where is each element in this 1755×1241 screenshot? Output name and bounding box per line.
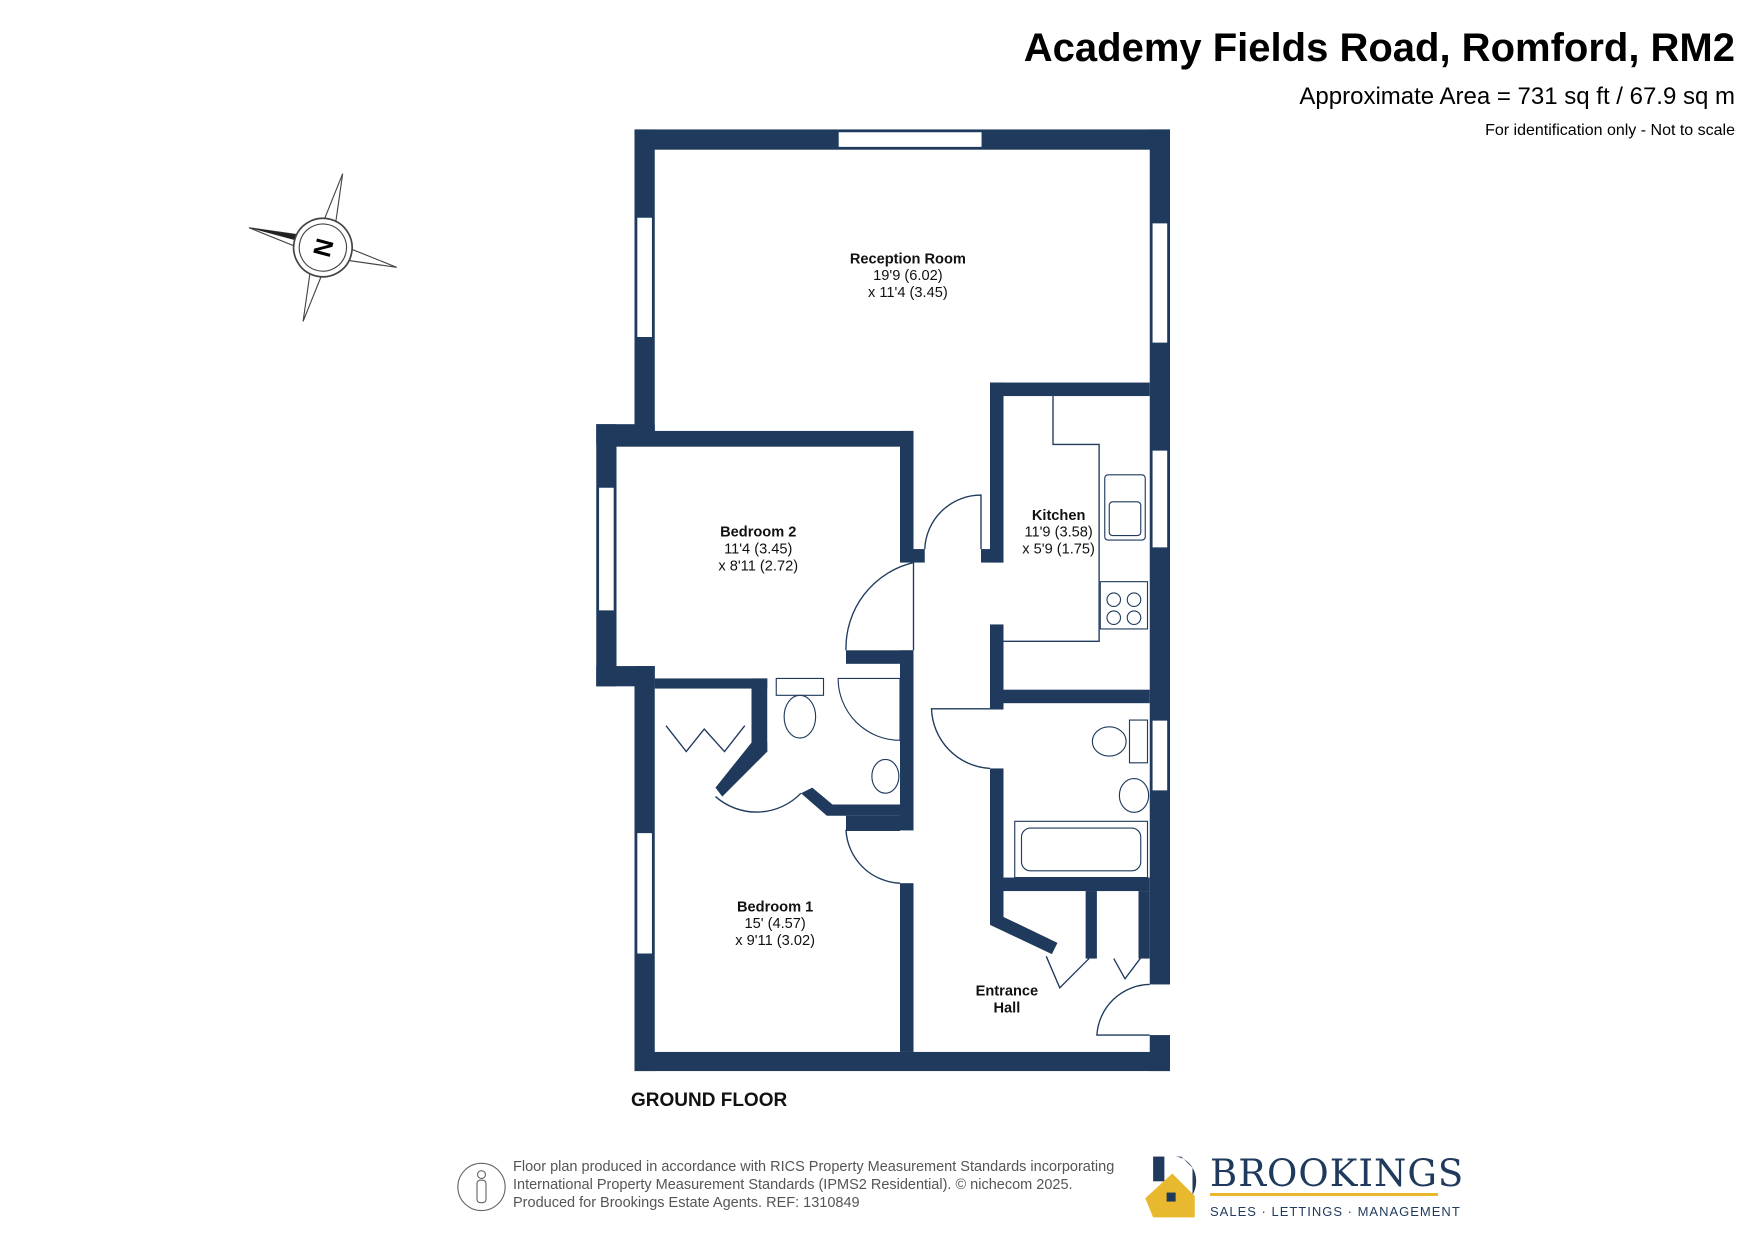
footer-line: Floor plan produced in accordance with R… [513,1159,1115,1175]
brand-divider [1210,1193,1438,1196]
room-reception: Reception Room 19'9 (6.02) x 11'4 (3.45) [850,251,966,301]
brand-tagline: SALES · LETTINGS · MANAGEMENT [1210,1204,1461,1219]
room-name: Entrance [976,984,1039,1000]
windows [597,131,1169,955]
fixtures [775,396,1150,879]
room-entrance-hall: Entrance Hall [976,984,1039,1017]
room-bedroom-2: Bedroom 2 11'4 (3.45) x 8'11 (2.72) [718,525,798,575]
brookings-logo-icon [1145,1156,1197,1218]
room-name: Hall [993,1001,1020,1017]
room-dimension: 15' (4.57) [744,916,805,932]
room-dimension: x 5'9 (1.75) [1022,542,1095,558]
property-title: Academy Fields Road, Romford, RM2 [1023,26,1735,70]
compass-icon [248,173,397,322]
room-dimension: 19'9 (6.02) [873,268,942,284]
room-name: Reception Room [850,251,966,267]
room-dimension: x 11'4 (3.45) [868,285,948,301]
disclaimer: For identification only - Not to scale [1485,122,1735,139]
brand-name: BROOKINGS [1210,1152,1465,1195]
room-bedroom-1: Bedroom 1 15' (4.57) x 9'11 (3.02) [735,899,815,949]
footer-line: International Property Measurement Stand… [513,1177,1073,1193]
person-icon [457,1162,506,1212]
approximate-area: Approximate Area = 731 sq ft / 67.9 sq m [1299,83,1735,110]
room-name: Bedroom 1 [737,899,813,915]
room-name: Kitchen [1032,508,1086,524]
room-kitchen: Kitchen 11'9 (3.58) x 5'9 (1.75) [1022,508,1095,558]
footer-line: Produced for Brookings Estate Agents. RE… [513,1195,860,1211]
room-dimension: x 8'11 (2.72) [718,558,798,574]
room-dimension: x 9'11 (3.02) [735,933,815,949]
footer-notes: Floor plan produced in accordance with R… [513,1158,1114,1212]
room-dimension: 11'4 (3.45) [724,542,792,558]
floor-label: GROUND FLOOR [631,1090,788,1111]
room-dimension: 11'9 (3.58) [1024,525,1092,541]
door-swings [665,494,1150,1036]
room-name: Bedroom 2 [720,525,796,541]
